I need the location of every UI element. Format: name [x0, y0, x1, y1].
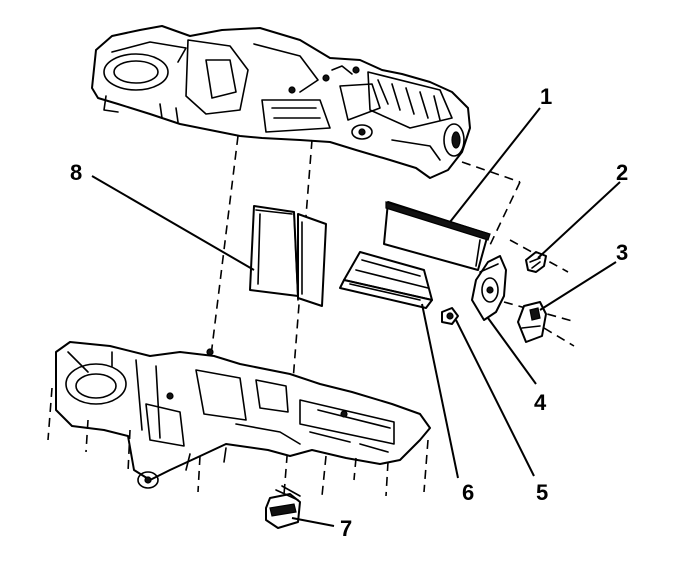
callout-5: 5	[536, 480, 548, 505]
temperature-door	[339, 251, 433, 309]
callout-7: 7	[340, 516, 352, 541]
retaining-clip	[525, 251, 547, 273]
actuator-motor	[517, 301, 547, 343]
callout-8: 8	[70, 160, 82, 185]
callout-3: 3	[616, 240, 628, 265]
lower-housing	[55, 341, 431, 489]
leader-lines	[91, 107, 621, 527]
actuator-cam	[471, 255, 507, 321]
mounting-screw-lines	[47, 387, 429, 497]
air-door	[383, 201, 491, 271]
callout-4: 4	[534, 390, 547, 415]
lower-actuator	[265, 485, 301, 529]
mode-door	[249, 205, 327, 307]
callout-2: 2	[616, 160, 628, 185]
callout-labels: 1 2 3 4 5 6 7 8	[70, 84, 628, 541]
upper-housing	[91, 25, 471, 179]
callout-1: 1	[540, 84, 552, 109]
callout-6: 6	[462, 480, 474, 505]
door-bushing	[441, 307, 459, 325]
